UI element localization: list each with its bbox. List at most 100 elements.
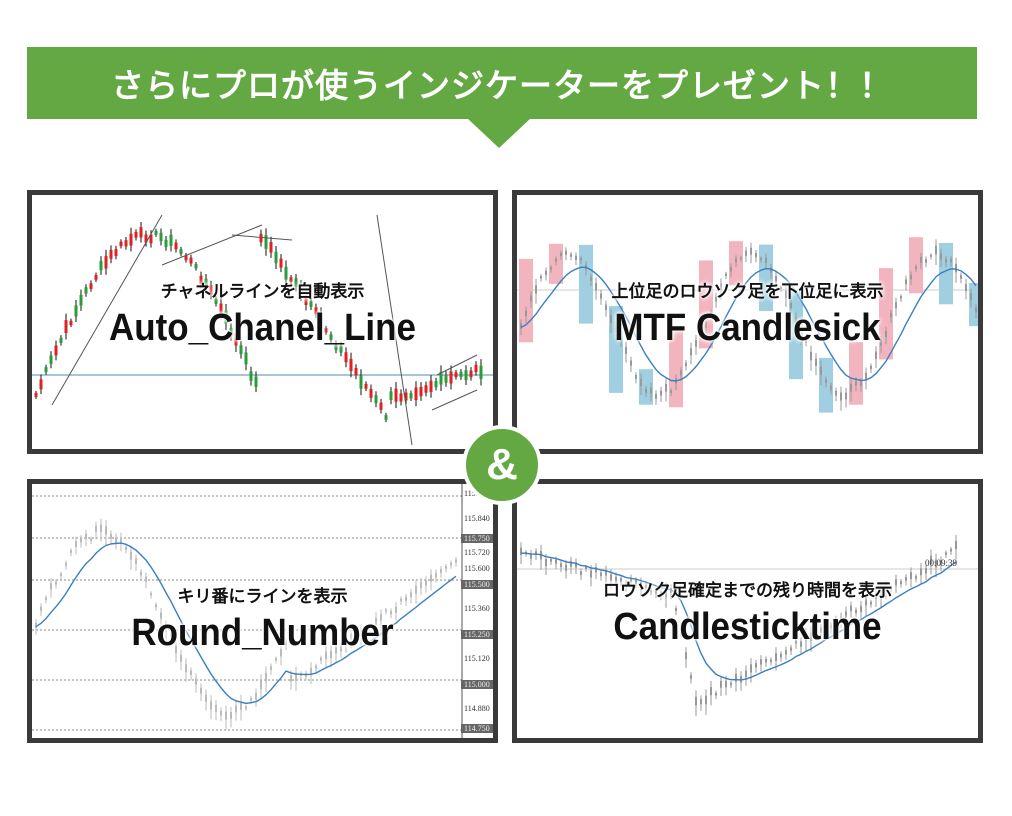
candle-body bbox=[955, 540, 957, 550]
candle-body bbox=[294, 278, 298, 287]
banner-pointer bbox=[467, 118, 531, 148]
candle-body bbox=[745, 670, 747, 678]
candle-body bbox=[900, 296, 902, 299]
candle-body bbox=[139, 227, 143, 238]
channel-line bbox=[231, 234, 293, 241]
candle-body bbox=[815, 631, 817, 634]
candle-body bbox=[910, 274, 912, 280]
candle-body bbox=[395, 606, 397, 613]
candle-body bbox=[195, 678, 197, 685]
candle-body bbox=[65, 562, 67, 566]
moving-average-line bbox=[520, 266, 977, 382]
candle-body bbox=[945, 258, 947, 263]
candle-body bbox=[970, 293, 972, 300]
candle-body bbox=[155, 604, 157, 608]
candle-body bbox=[935, 245, 937, 255]
candle-body bbox=[330, 650, 332, 659]
candle-body bbox=[149, 234, 153, 244]
channel-line bbox=[51, 214, 163, 406]
candle-body bbox=[440, 568, 442, 573]
channel-line bbox=[161, 224, 263, 266]
candle-body bbox=[965, 284, 967, 292]
candle-body bbox=[660, 591, 662, 596]
candle-body bbox=[905, 576, 907, 581]
candle-body bbox=[860, 605, 862, 613]
candle-body bbox=[279, 258, 283, 268]
candle-body bbox=[830, 624, 832, 629]
candle-body bbox=[249, 371, 253, 381]
candle-body bbox=[730, 682, 732, 686]
candle-body bbox=[299, 285, 303, 296]
candle-body bbox=[810, 632, 812, 642]
chart-mtf-candlestick bbox=[517, 237, 978, 413]
candle-body bbox=[449, 371, 453, 384]
candle-body bbox=[59, 337, 63, 343]
candle-body bbox=[930, 555, 932, 565]
candle-body bbox=[545, 270, 547, 275]
candle-body bbox=[89, 283, 93, 289]
candle-body bbox=[140, 571, 142, 576]
candle-body bbox=[55, 581, 57, 585]
candle-body bbox=[535, 285, 537, 294]
candle-body bbox=[690, 348, 692, 356]
candle-body bbox=[855, 380, 857, 386]
candle-body bbox=[520, 547, 522, 556]
candle-body bbox=[680, 625, 682, 631]
candle-body bbox=[215, 704, 217, 712]
candle-body bbox=[209, 285, 213, 295]
mtf-candle bbox=[609, 306, 623, 393]
candle-body bbox=[224, 310, 228, 324]
candle-body bbox=[179, 249, 183, 254]
candle-body bbox=[384, 415, 388, 420]
candle-body bbox=[84, 287, 88, 294]
candle-body bbox=[915, 266, 917, 269]
candle-body bbox=[755, 663, 757, 668]
mtf-candle bbox=[879, 268, 893, 360]
candle-body bbox=[880, 590, 882, 599]
price-axis-label: 115.250 bbox=[461, 630, 493, 639]
price-axis-label: 114.750 bbox=[461, 724, 493, 733]
candle-body bbox=[144, 234, 148, 243]
candle-body bbox=[920, 568, 922, 576]
candle-body bbox=[665, 383, 667, 392]
candle-body bbox=[835, 390, 837, 396]
candle-body bbox=[835, 617, 837, 621]
candle-body bbox=[525, 310, 527, 317]
candle-body bbox=[175, 645, 177, 654]
candle-body bbox=[680, 370, 682, 376]
candle-body bbox=[770, 267, 772, 273]
candle-body bbox=[214, 298, 218, 304]
candle-body bbox=[625, 346, 627, 354]
candle-body bbox=[865, 373, 867, 381]
candle-body bbox=[840, 616, 842, 622]
candle-body bbox=[645, 388, 647, 393]
candle-body bbox=[575, 255, 577, 260]
candle-body bbox=[640, 582, 642, 589]
candle-body bbox=[635, 375, 637, 379]
candle-body bbox=[240, 701, 242, 710]
candle-body bbox=[64, 320, 68, 334]
candle-body bbox=[185, 664, 187, 673]
candle-body bbox=[710, 311, 712, 314]
panel-subtitle: ロウソク足確定までの残り時間を表示 bbox=[603, 581, 892, 601]
candle-body bbox=[630, 577, 632, 583]
mtf-candle bbox=[969, 283, 978, 327]
candle-body bbox=[535, 551, 537, 556]
mtf-candle bbox=[699, 260, 713, 349]
candle-body bbox=[259, 233, 263, 243]
candle-body bbox=[75, 541, 77, 548]
candle-body bbox=[435, 572, 437, 578]
candle-body bbox=[369, 388, 373, 398]
candle-body bbox=[74, 305, 78, 317]
candle-body bbox=[464, 370, 468, 381]
candle-body bbox=[885, 331, 887, 337]
candle-body bbox=[560, 252, 562, 256]
mtf-candle bbox=[939, 242, 953, 305]
candle-body bbox=[570, 254, 572, 257]
candle-body bbox=[785, 650, 787, 655]
candle-body bbox=[935, 559, 937, 568]
candle-body bbox=[715, 296, 717, 302]
candle-body bbox=[600, 572, 602, 577]
candle-body bbox=[374, 395, 378, 404]
candle-body bbox=[795, 317, 797, 325]
